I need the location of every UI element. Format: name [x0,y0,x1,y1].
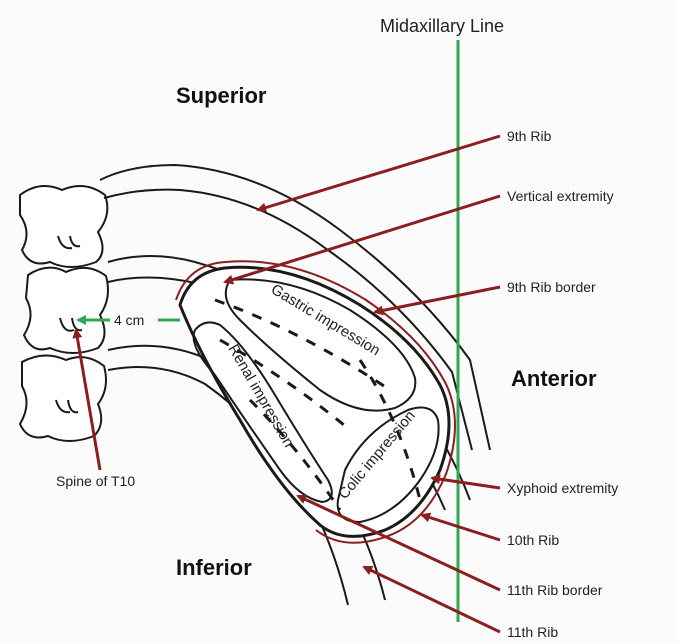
rib11-label: 11th Rib [507,624,558,640]
arrow-rib10 [422,515,500,540]
xyphoid-label: Xyphoid extremity [507,480,618,496]
vertebra-upper [20,186,107,267]
midaxillary-label: Midaxillary Line [380,16,504,36]
vertebra-middle [24,268,108,353]
arrow-rib9-border [375,287,500,312]
spine-label: Spine of T10 [56,473,135,489]
superior-label: Superior [176,83,267,108]
inferior-label: Inferior [176,555,252,580]
vertebrae [20,186,108,441]
rib9-label: 9th Rib [507,128,552,144]
vertical-extremity-label: Vertical extremity [507,188,614,204]
anterior-label: Anterior [511,366,597,391]
rib9-border-label: 9th Rib border [507,279,596,295]
rib10-label: 10th Rib [507,532,559,548]
arrow-rib9 [258,136,500,210]
distance-label: 4 cm [114,312,144,328]
rib11-border-label: 11th Rib border [507,582,603,598]
